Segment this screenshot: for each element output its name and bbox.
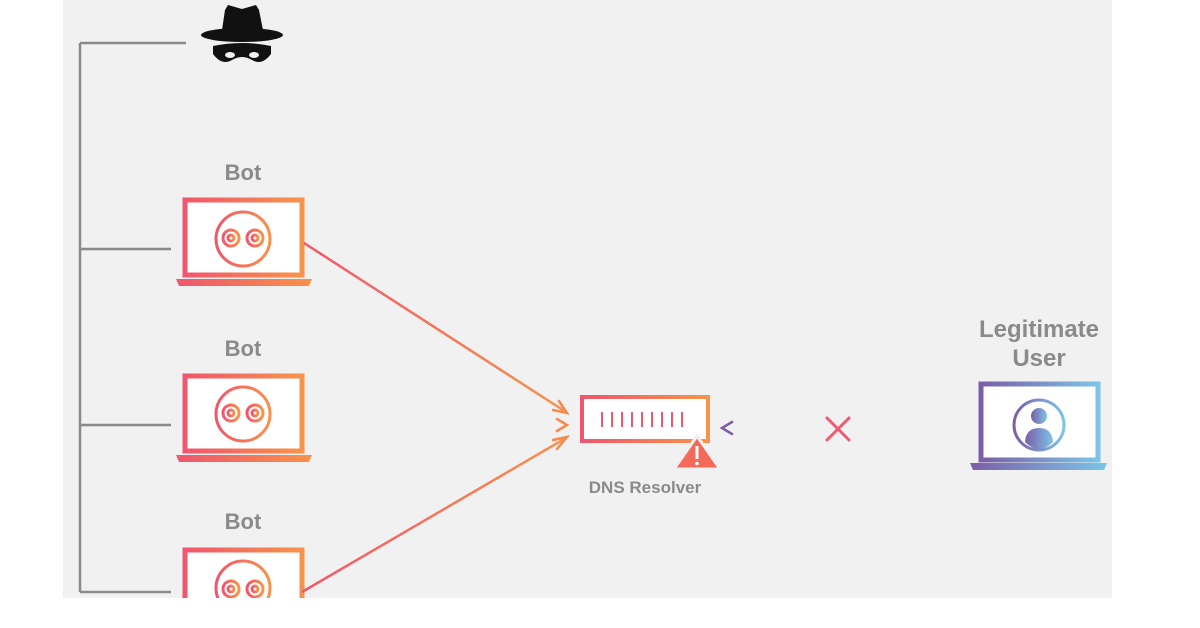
bot-laptop-1 — [176, 197, 312, 286]
x-mark-icon — [825, 416, 851, 442]
bot-label-3: Bot — [225, 509, 262, 534]
robot-face-icon — [214, 559, 272, 598]
robot-face-icon — [214, 210, 272, 268]
dns-resolver-label: DNS Resolver — [589, 478, 702, 497]
user-request-line — [719, 420, 962, 436]
legit-user-label-line1: Legitimate — [979, 316, 1099, 343]
attack-arrowheads — [551, 399, 571, 451]
spy-hat-mask-icon — [201, 5, 283, 62]
dns-server-icon — [580, 395, 710, 443]
robot-face-icon — [214, 385, 272, 443]
attack-arrows — [301, 241, 567, 594]
control-tree — [78, 41, 186, 594]
diagram-background — [63, 0, 1112, 598]
bot-label-2: Bot — [225, 336, 262, 361]
legit-user-laptop — [970, 381, 1107, 470]
legit-user-label-line2: User — [1012, 345, 1065, 372]
bot-laptop-2 — [176, 373, 312, 462]
user-avatar-icon — [1012, 398, 1066, 452]
bot-label-1: Bot — [225, 160, 262, 185]
warning-triangle-icon — [672, 434, 722, 471]
bot-laptop-3 — [182, 547, 305, 598]
